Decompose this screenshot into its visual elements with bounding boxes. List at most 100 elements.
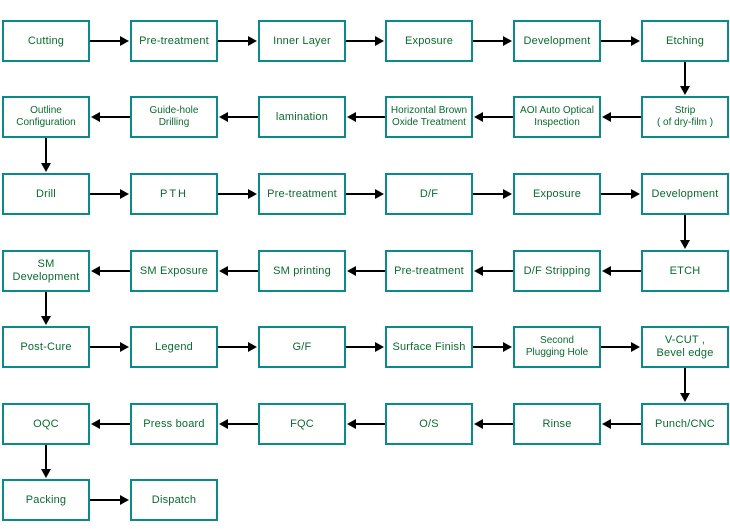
arrow-n12-to-n13-line (45, 138, 47, 165)
process-node-horizontal-brown-oxide-treatment: Horizontal Brown Oxide Treatment (385, 96, 473, 138)
arrow-n10-to-n11-line (226, 116, 258, 118)
process-node-outline-configuration: Outline Configuration (2, 96, 90, 138)
arrow-n16-to-n17-head (503, 189, 512, 199)
process-node-post-cure: Post-Cure (2, 326, 90, 368)
arrow-n11-to-n12-head (91, 112, 100, 122)
arrow-n31-to-n32-head (602, 419, 611, 429)
arrow-n36-to-n37-head (41, 469, 51, 478)
process-node-aoi-auto-optical-inspection: AOI Auto Optical Inspection (513, 96, 601, 138)
process-node-sm-development: SM Development (2, 250, 90, 292)
arrow-n34-to-n35-line (226, 423, 258, 425)
arrow-n23-to-n24-line (98, 270, 130, 272)
process-node-v-cut-bevel-edge: V-CUT , Bevel edge (641, 326, 729, 368)
arrow-n33-to-n34-head (347, 419, 356, 429)
arrow-n2-to-n3-line (218, 40, 250, 42)
process-node-pth: PTH (130, 173, 218, 215)
process-node-lamination: lamination (258, 96, 346, 138)
arrow-n2-to-n3-head (248, 36, 257, 46)
arrow-n11-to-n12-line (98, 116, 130, 118)
process-node-pre-treatment: Pre-treatment (130, 20, 218, 62)
process-node-guide-hole-drilling: Guide-hole Drilling (130, 96, 218, 138)
arrow-n10-to-n11-head (219, 112, 228, 122)
process-node-pre-treatment: Pre-treatment (258, 173, 346, 215)
process-node-d-f-stripping: D/F Stripping (513, 250, 601, 292)
arrow-n19-to-n20-head (602, 266, 611, 276)
process-node-o-s: O/S (385, 403, 473, 445)
arrow-n32-to-n33-line (481, 423, 513, 425)
arrow-n20-to-n21-head (474, 266, 483, 276)
arrow-n22-to-n23-line (226, 270, 258, 272)
process-node-packing: Packing (2, 479, 90, 521)
process-node-fqc: FQC (258, 403, 346, 445)
arrow-n8-to-n9-line (481, 116, 513, 118)
arrow-n20-to-n21-line (481, 270, 513, 272)
arrow-n7-to-n8-line (609, 116, 641, 118)
process-node-rinse: Rinse (513, 403, 601, 445)
process-node-etching: Etching (641, 20, 729, 62)
arrow-n15-to-n16-head (375, 189, 384, 199)
process-node-exposure: Exposure (385, 20, 473, 62)
arrow-n12-to-n13-head (41, 163, 51, 172)
arrow-n31-to-n32-line (609, 423, 641, 425)
arrow-n4-to-n5-head (503, 36, 512, 46)
arrow-n4-to-n5-line (473, 40, 505, 42)
arrow-n18-to-n19-head (680, 240, 690, 249)
arrow-n9-to-n10-line (354, 116, 385, 118)
arrow-n19-to-n20-line (609, 270, 641, 272)
arrow-n25-to-n26-head (120, 342, 129, 352)
arrow-n21-to-n22-head (347, 266, 356, 276)
arrow-n13-to-n14-line (90, 193, 122, 195)
process-node-legend: Legend (130, 326, 218, 368)
arrow-n7-to-n8-head (602, 112, 611, 122)
process-node-surface-finish: Surface Finish (385, 326, 473, 368)
arrow-n1-to-n2-line (90, 40, 122, 42)
process-node-strip-of-dry-film: Strip ( of dry-film ) (641, 96, 729, 138)
arrow-n3-to-n4-line (346, 40, 377, 42)
arrow-n25-to-n26-line (90, 346, 122, 348)
arrow-n29-to-n30-line (601, 346, 633, 348)
arrow-n15-to-n16-line (346, 193, 377, 195)
process-node-etch: ETCH (641, 250, 729, 292)
arrow-n13-to-n14-head (120, 189, 129, 199)
arrow-n27-to-n28-head (375, 342, 384, 352)
process-node-pre-treatment: Pre-treatment (385, 250, 473, 292)
arrow-n34-to-n35-head (219, 419, 228, 429)
arrow-n27-to-n28-line (346, 346, 377, 348)
arrow-n35-to-n36-head (91, 419, 100, 429)
arrow-n8-to-n9-head (474, 112, 483, 122)
arrow-n37-to-n38-head (120, 495, 129, 505)
arrow-n33-to-n34-line (354, 423, 385, 425)
arrow-n21-to-n22-line (354, 270, 385, 272)
process-node-punch-cnc: Punch/CNC (641, 403, 729, 445)
process-node-dispatch: Dispatch (130, 479, 218, 521)
arrow-n29-to-n30-head (631, 342, 640, 352)
process-node-g-f: G/F (258, 326, 346, 368)
arrow-n18-to-n19-line (684, 215, 686, 242)
arrow-n5-to-n6-line (601, 40, 633, 42)
arrow-n16-to-n17-line (473, 193, 505, 195)
process-node-development: Development (641, 173, 729, 215)
process-node-d-f: D/F (385, 173, 473, 215)
arrow-n5-to-n6-head (631, 36, 640, 46)
process-node-inner-layer: Inner Layer (258, 20, 346, 62)
process-node-development: Development (513, 20, 601, 62)
arrow-n22-to-n23-head (219, 266, 228, 276)
process-node-second-plugging-hole: Second Plugging Hole (513, 326, 601, 368)
process-node-press-board: Press board (130, 403, 218, 445)
process-node-oqc: OQC (2, 403, 90, 445)
arrow-n9-to-n10-head (347, 112, 356, 122)
arrow-n24-to-n25-head (41, 316, 51, 325)
arrow-n26-to-n27-head (248, 342, 257, 352)
arrow-n17-to-n18-line (601, 193, 633, 195)
arrow-n14-to-n15-line (218, 193, 250, 195)
arrow-n3-to-n4-head (375, 36, 384, 46)
arrow-n17-to-n18-head (631, 189, 640, 199)
arrow-n37-to-n38-line (90, 499, 122, 501)
process-node-sm-printing: SM printing (258, 250, 346, 292)
arrow-n32-to-n33-head (474, 419, 483, 429)
arrow-n26-to-n27-line (218, 346, 250, 348)
arrow-n35-to-n36-line (98, 423, 130, 425)
arrow-n24-to-n25-line (45, 292, 47, 318)
arrow-n28-to-n29-head (503, 342, 512, 352)
